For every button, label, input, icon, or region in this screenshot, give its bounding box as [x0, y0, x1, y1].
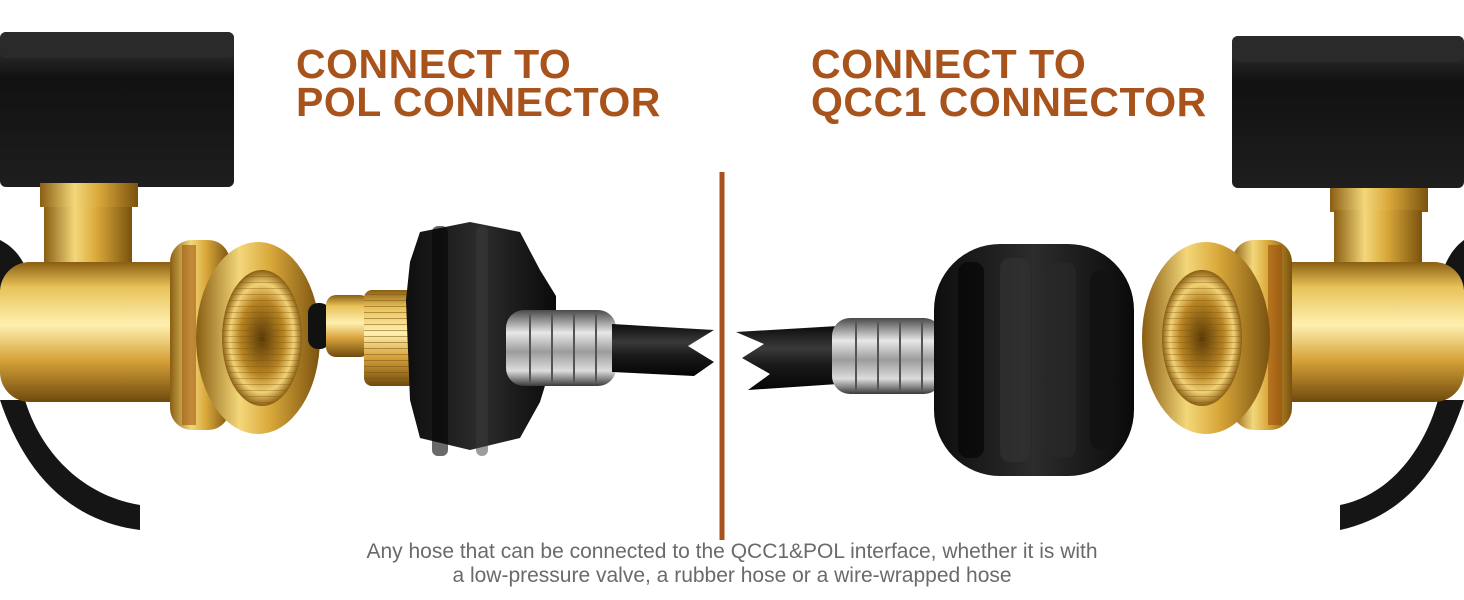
crimp-sleeve-left	[506, 310, 616, 386]
crimp-sleeve-right	[832, 318, 942, 394]
qcc1-heading-line1: CONNECT TO	[811, 41, 1087, 87]
pol-connector	[308, 222, 714, 456]
pressure-gauge-left	[0, 32, 234, 187]
left-regulator	[0, 32, 320, 530]
pol-heading-line2: POL CONNECTOR	[296, 79, 661, 125]
pol-heading-line1: CONNECT TO	[296, 41, 572, 87]
caption-line2: a low-pressure valve, a rubber hose or a…	[452, 564, 1012, 587]
pol-heading: CONNECT TO POL CONNECTOR	[296, 41, 661, 125]
qcc1-connector	[736, 244, 1134, 476]
qcc1-heading-line2: QCC1 CONNECTOR	[811, 79, 1207, 125]
caption-line1: Any hose that can be connected to the QC…	[366, 540, 1098, 563]
hose-right	[736, 326, 838, 390]
qcc1-heading: CONNECT TO QCC1 CONNECTOR	[811, 41, 1207, 125]
compatibility-caption: Any hose that can be connected to the QC…	[232, 540, 1232, 588]
right-regulator	[1142, 36, 1464, 530]
pressure-gauge-right	[1232, 36, 1464, 188]
hose-left	[612, 324, 714, 376]
